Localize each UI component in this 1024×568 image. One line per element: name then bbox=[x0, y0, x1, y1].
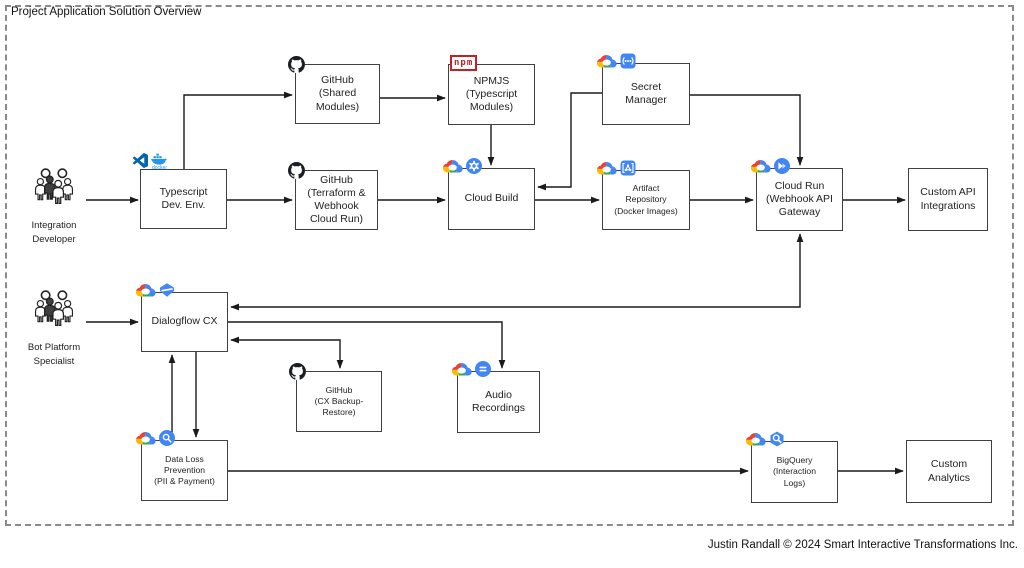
node-custom-api-integrations[interactable]: Custom API Integrations bbox=[908, 168, 988, 231]
google-cloud-icon bbox=[135, 430, 157, 446]
docker-icon: docker bbox=[150, 153, 169, 171]
node-audio-recordings[interactable]: Audio Recordings bbox=[457, 361, 540, 433]
node-github-shared-modules[interactable]: GitHub (Shared Modules) bbox=[288, 56, 380, 124]
node-label: Audio Recordings bbox=[471, 388, 526, 414]
copyright-footer: Justin Randall © 2024 Smart Interactive … bbox=[707, 539, 1018, 551]
node-cloud-run-webhook-api-gateway[interactable]: Cloud Run (Webhook API Gateway bbox=[756, 158, 843, 231]
node-label: Custom Analytics bbox=[927, 458, 970, 484]
node-github-cx-backup-restore[interactable]: GitHub (CX Backup- Restore) bbox=[289, 363, 382, 432]
edge-dialogflow-to-audio[interactable] bbox=[228, 321, 506, 369]
google-cloud-icon bbox=[451, 361, 473, 377]
node-cloud-build[interactable]: Cloud Build bbox=[448, 158, 535, 230]
node-bigquery-interaction-logs[interactable]: BigQuery (Interaction Logs) bbox=[751, 431, 838, 503]
artifact-registry-icon bbox=[620, 160, 636, 176]
node-artifact-repository[interactable]: Artifact Repository (Docker Images) bbox=[602, 160, 690, 230]
node-typescript-dev-env[interactable]: docker Typescript Dev. Env. bbox=[133, 153, 227, 229]
actor-label: Integration Developer bbox=[31, 220, 77, 245]
node-label: Cloud Run (Webhook API Gateway bbox=[766, 179, 833, 219]
edge-dialogflow-github-cx[interactable] bbox=[230, 336, 344, 369]
audio-icon bbox=[475, 361, 491, 377]
node-github-terraform-webhook-cloud-run[interactable]: GitHub (Terraform & Webhook Cloud Run) bbox=[288, 162, 378, 230]
diagram-frame bbox=[5, 5, 1014, 526]
node-label: GitHub (Shared Modules) bbox=[315, 74, 360, 113]
node-custom-analytics[interactable]: Custom Analytics bbox=[906, 440, 992, 503]
page-title: Project Application Solution Overview bbox=[11, 6, 202, 18]
github-icon bbox=[289, 363, 306, 380]
actor-bot-platform-specialist[interactable]: Bot Platform Specialist bbox=[16, 290, 92, 369]
node-label: Secret Manager bbox=[625, 80, 667, 106]
google-cloud-icon bbox=[596, 160, 618, 176]
edge-typescript-to-github-shared[interactable] bbox=[183, 91, 293, 169]
google-cloud-icon bbox=[750, 158, 772, 174]
node-label: Dialogflow CX bbox=[151, 315, 218, 328]
node-label: GitHub (Terraform & Webhook Cloud Run) bbox=[307, 173, 366, 226]
node-npmjs-typescript-modules[interactable]: npm NPMJS (Typescript Modules) bbox=[448, 55, 535, 125]
node-data-loss-prevention[interactable]: Data Loss Prevention (PII & Payment) bbox=[141, 430, 228, 501]
node-label: Data Loss Prevention (PII & Payment) bbox=[154, 453, 215, 487]
dialogflow-icon bbox=[160, 283, 174, 297]
people-group-icon bbox=[34, 290, 74, 326]
google-cloud-icon bbox=[135, 282, 157, 298]
node-label: Typescript Dev. Env. bbox=[159, 185, 208, 211]
edge-secret-manager-to-cloud-run[interactable] bbox=[690, 94, 804, 166]
github-icon bbox=[288, 56, 305, 73]
node-label: NPMJS (Typescript Modules) bbox=[465, 74, 518, 114]
node-label: Artifact Repository (Docker Images) bbox=[614, 183, 678, 216]
google-cloud-icon bbox=[442, 158, 464, 174]
node-dialogflow-cx[interactable]: Dialogflow CX bbox=[141, 292, 228, 352]
cloud-build-icon bbox=[466, 158, 482, 174]
cloud-run-icon bbox=[774, 158, 790, 174]
npm-icon: npm bbox=[450, 55, 478, 71]
vscode-icon bbox=[133, 153, 148, 168]
edge-secret-manager-to-cloud-build[interactable] bbox=[537, 92, 602, 191]
edge-cloud-run-dialogflow[interactable] bbox=[230, 233, 804, 311]
node-label: GitHub (CX Backup- Restore) bbox=[314, 384, 364, 418]
secret-manager-icon bbox=[620, 53, 636, 69]
dlp-icon bbox=[159, 430, 175, 446]
node-label: Cloud Build bbox=[464, 192, 519, 205]
dev-tool-icons: docker bbox=[133, 153, 169, 171]
people-group-icon bbox=[34, 168, 74, 204]
google-cloud-icon bbox=[745, 431, 767, 447]
node-secret-manager[interactable]: Secret Manager bbox=[602, 53, 690, 125]
google-cloud-icon bbox=[596, 53, 618, 69]
actor-label: Bot Platform Specialist bbox=[27, 342, 81, 367]
bigquery-icon bbox=[769, 431, 785, 447]
github-icon bbox=[288, 162, 305, 179]
actor-integration-developer[interactable]: Integration Developer bbox=[16, 168, 92, 247]
node-label: Custom API Integrations bbox=[920, 186, 976, 212]
node-label: BigQuery (Interaction Logs) bbox=[773, 455, 816, 488]
